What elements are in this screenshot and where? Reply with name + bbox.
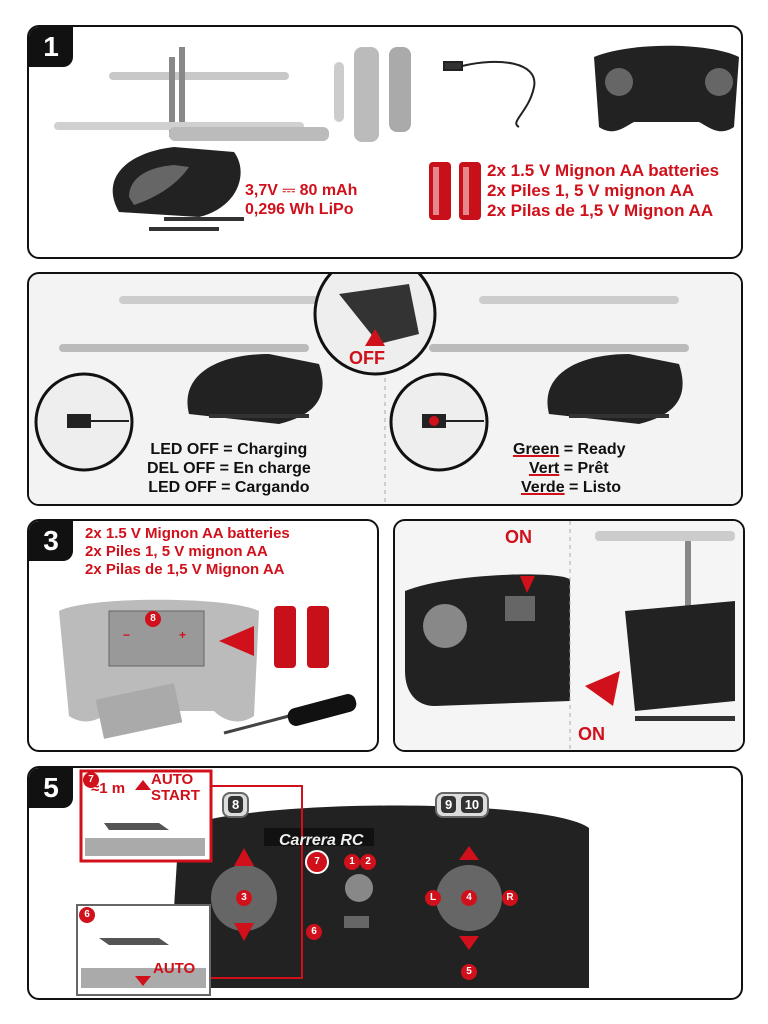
- step-3-illustration: − +: [59, 599, 357, 739]
- step-number: 3: [29, 521, 73, 561]
- step-4-panel: 4 ON ON: [393, 519, 745, 752]
- spare-blades-image: [334, 47, 411, 142]
- led-off-text: LED OFF = Charging DEL OFF = En charge L…: [147, 440, 311, 497]
- step-3-panel: 3 2x 1.5 V Mignon AA batteries 2x Piles …: [27, 519, 379, 752]
- aa-batteries-image: [429, 162, 481, 220]
- step-2-panel: 2 OFF LED OFF = Charging DEL OFF = En ch: [27, 272, 743, 506]
- auto-start-up-icon: [135, 780, 151, 790]
- backward-icon: [459, 936, 479, 950]
- step-1-illustration: [54, 45, 739, 231]
- auto-start-label: AUTO START: [151, 772, 200, 804]
- aa-text-es: 2x Pilas de 1,5 V Mignon AA: [85, 561, 285, 578]
- led-off-en: LED OFF = Charging: [150, 441, 308, 458]
- svg-text:−: −: [123, 628, 130, 642]
- badge-5: 5: [461, 964, 477, 980]
- aa-text-en: 2x 1.5 V Mignon AA batteries: [85, 525, 290, 542]
- step-1-panel: 1: [27, 25, 743, 259]
- tag-trim-right: 9 10: [435, 792, 490, 818]
- badge-right: R: [502, 890, 518, 906]
- step-number: 1: [29, 27, 73, 67]
- aa-text-fr: 2x Piles 1, 5 V mignon AA: [85, 543, 268, 560]
- auto-land-label: AUTO: [153, 960, 196, 977]
- aa-text-fr: 2x Piles 1, 5 V mignon AA: [487, 181, 695, 200]
- forward-icon: [459, 846, 479, 860]
- step-5-panel: 5 7 ≈1 m AUTO START 6 AUTO 8 9 10 Carrer…: [27, 766, 743, 1000]
- lipo-energy: 0,296 Wh LiPo: [245, 201, 354, 218]
- aa-battery-text: 2x 1.5 V Mignon AA batteries 2x Piles 1,…: [85, 525, 290, 579]
- helicopter-image: [54, 47, 329, 231]
- aa-battery-text: 2x 1.5 V Mignon AA batteries 2x Piles 1,…: [487, 161, 719, 221]
- led-off-fr: DEL OFF = En charge: [147, 460, 311, 477]
- badge-3: 3: [236, 890, 252, 906]
- off-arrow-icon: [365, 329, 385, 346]
- auto-land-badge: 6: [79, 907, 95, 923]
- badge-7: 7: [305, 850, 329, 874]
- controller-image: [169, 805, 589, 988]
- ready-fr: Vert = Prêt: [529, 460, 609, 477]
- step-2-illustration: [29, 274, 741, 504]
- tag-trim-left: 8: [222, 792, 250, 818]
- off-label: OFF: [349, 348, 385, 368]
- badge-4: 4: [461, 890, 477, 906]
- led-light-icon: [429, 416, 439, 426]
- throttle-up-icon: [234, 848, 254, 866]
- height-label: ≈1 m: [91, 780, 126, 797]
- throttle-down-icon: [234, 923, 254, 941]
- auto-start-word-2: START: [151, 787, 200, 804]
- brand-logo: Carrera RC: [279, 832, 364, 849]
- step-number: 5: [29, 768, 73, 808]
- on-label-bottom: ON: [578, 724, 605, 744]
- lipo-voltage: 3,7V ⎓ 80 mAh: [245, 182, 358, 199]
- cover-screw-badge: 8: [145, 611, 161, 627]
- auto-start-word-1: AUTO: [151, 771, 194, 788]
- helicopter-ready-image: [429, 296, 689, 424]
- usb-cable-image: [443, 60, 536, 128]
- battery-cover-image: [95, 683, 183, 739]
- aa-text-en: 2x 1.5 V Mignon AA batteries: [487, 161, 720, 180]
- on-arrow-top-icon: [520, 576, 535, 593]
- badge-6: 6: [306, 924, 322, 940]
- on-label-top: ON: [505, 527, 532, 547]
- lipo-spec: 3,7V ⎓ 80 mAh 0,296 Wh LiPo: [245, 181, 357, 219]
- svg-text:+: +: [179, 628, 186, 642]
- on-arrow-bottom-icon: [585, 671, 620, 706]
- led-ready-text: Green = Ready Vert = Prêt Verde = Listo: [513, 440, 626, 497]
- auto-land-down-icon: [135, 976, 151, 986]
- badge-1: 1: [344, 854, 360, 870]
- insert-arrow-icon: [219, 626, 254, 656]
- step-4-illustration: [395, 521, 743, 750]
- ready-en: Green = Ready: [513, 441, 626, 458]
- helicopter-charging-image: [59, 296, 323, 424]
- badge-2: 2: [360, 854, 376, 870]
- aa-text-es: 2x Pilas de 1,5 V Mignon AA: [487, 201, 714, 220]
- badge-left: L: [425, 890, 441, 906]
- auto-start-badge: 7: [83, 772, 99, 788]
- helicopter-closeup-image: [595, 531, 735, 721]
- aa-batteries-image: [274, 606, 329, 668]
- led-off-es: LED OFF = Cargando: [148, 479, 310, 496]
- controller-image: [594, 45, 739, 132]
- step-5-illustration: [76, 769, 589, 996]
- screwdriver-image: [223, 694, 357, 735]
- ready-es: Verde = Listo: [521, 479, 622, 496]
